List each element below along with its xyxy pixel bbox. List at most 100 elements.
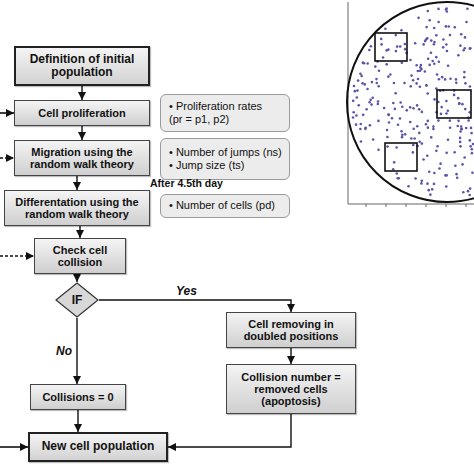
cell-dot xyxy=(357,104,360,107)
cell-dot xyxy=(459,141,462,144)
culture-well xyxy=(347,2,474,202)
parameter-text: • Jump size (ts) xyxy=(169,159,244,172)
cell-dot xyxy=(388,121,391,124)
cell-dot xyxy=(433,27,436,30)
cell-dot xyxy=(420,180,423,183)
cell-dot xyxy=(362,114,365,117)
cell-dot xyxy=(401,134,404,137)
cell-dot xyxy=(399,101,402,104)
cell-dot xyxy=(399,45,402,48)
cell-dot xyxy=(461,103,464,106)
cell-dot xyxy=(364,128,367,131)
cell-dot xyxy=(366,62,369,65)
cell-dot xyxy=(409,59,412,62)
cell-dot xyxy=(472,143,474,146)
cell-dot xyxy=(421,111,424,114)
cell-dot xyxy=(466,8,469,11)
cell-dot xyxy=(356,96,359,99)
cell-dot xyxy=(417,78,420,81)
cell-dot xyxy=(364,127,367,130)
cell-dot xyxy=(374,65,377,68)
node-text: Migration using the random walk theory xyxy=(18,146,146,171)
flow-arrow xyxy=(76,274,77,282)
flow-arrow xyxy=(76,318,77,384)
cell-dot xyxy=(453,151,456,154)
cell-dot xyxy=(470,132,473,135)
cell-dot xyxy=(471,152,474,155)
loop-arrow xyxy=(0,446,28,448)
diamond-shape xyxy=(56,283,98,317)
cell-dot xyxy=(431,188,434,191)
terminal-box: Definition of initial population xyxy=(14,46,150,86)
cell-dot xyxy=(355,114,358,117)
cell-dot xyxy=(433,172,436,175)
cell-dot xyxy=(464,108,467,111)
cell-dot xyxy=(427,126,430,129)
cell-dot xyxy=(445,152,448,155)
cell-dot xyxy=(392,102,395,105)
cell-dot xyxy=(421,142,424,145)
cell-dot xyxy=(403,82,406,85)
cell-dot xyxy=(380,43,383,46)
cell-dot xyxy=(405,109,408,112)
cell-dot xyxy=(425,84,428,87)
parameter-text: • Number of cells (pd) xyxy=(169,199,275,212)
cell-dot xyxy=(435,56,438,59)
cell-dot xyxy=(445,112,448,115)
process-box: Differentation using the random walk the… xyxy=(4,190,150,226)
cell-dot xyxy=(469,187,472,190)
cell-dot xyxy=(393,161,396,164)
cell-dot xyxy=(459,137,462,140)
axis-tick xyxy=(406,204,407,207)
cell-dot xyxy=(357,79,360,82)
cell-dot xyxy=(445,100,448,103)
cell-dot xyxy=(439,162,442,165)
cell-dot xyxy=(460,125,463,128)
flow-arrow xyxy=(99,300,291,312)
cell-dot xyxy=(415,64,418,67)
cell-dot xyxy=(445,7,448,10)
cell-dot xyxy=(394,92,397,95)
cell-dot xyxy=(458,102,461,105)
cell-dot xyxy=(386,145,389,148)
cell-dot xyxy=(377,103,380,106)
axis-tick xyxy=(366,204,367,207)
cell-dot xyxy=(447,138,450,141)
cell-dot xyxy=(368,49,371,52)
cell-dot xyxy=(433,98,436,101)
cell-dot xyxy=(410,137,413,140)
parameter-box: • Number of jumps (ns)• Jump size (ts) xyxy=(160,138,290,180)
cell-dot xyxy=(449,119,452,122)
cell-dot xyxy=(372,138,375,141)
cell-dot xyxy=(428,64,431,67)
cell-dot xyxy=(377,120,380,123)
cell-dot xyxy=(386,129,389,132)
cell-dot xyxy=(422,43,425,46)
cell-dot xyxy=(469,47,472,50)
cell-dot xyxy=(352,100,355,103)
cell-dot xyxy=(467,190,470,193)
cell-dot xyxy=(428,170,431,173)
cell-dot xyxy=(446,10,449,13)
cell-dot xyxy=(395,50,398,53)
cell-dot xyxy=(447,25,450,28)
cell-dot xyxy=(365,108,368,111)
parameter-text: • Proliferation rates xyxy=(169,100,262,113)
cell-dot xyxy=(449,34,452,37)
cell-dot xyxy=(409,85,412,88)
node-text: Cell removing in doubled positions xyxy=(230,318,352,343)
cell-dot xyxy=(356,89,359,92)
cell-dot xyxy=(394,108,397,111)
cell-dot xyxy=(354,90,357,93)
cell-dot xyxy=(370,103,373,106)
cell-dot xyxy=(455,82,458,85)
cell-dot xyxy=(438,167,441,170)
cell-dot xyxy=(363,83,366,86)
cell-dot xyxy=(353,85,356,88)
cell-dot xyxy=(378,69,381,72)
cell-dot xyxy=(375,82,378,85)
cell-dot xyxy=(360,140,363,143)
edge-label: Yes xyxy=(176,284,197,298)
cell-dot xyxy=(401,105,404,108)
cell-dot xyxy=(438,78,441,81)
